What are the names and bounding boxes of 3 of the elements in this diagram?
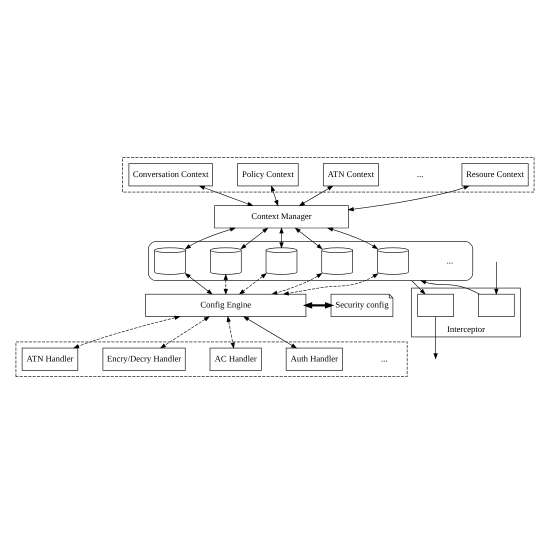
- label: ...: [381, 354, 388, 364]
- label: ...: [446, 255, 454, 266]
- label: ...: [416, 169, 424, 180]
